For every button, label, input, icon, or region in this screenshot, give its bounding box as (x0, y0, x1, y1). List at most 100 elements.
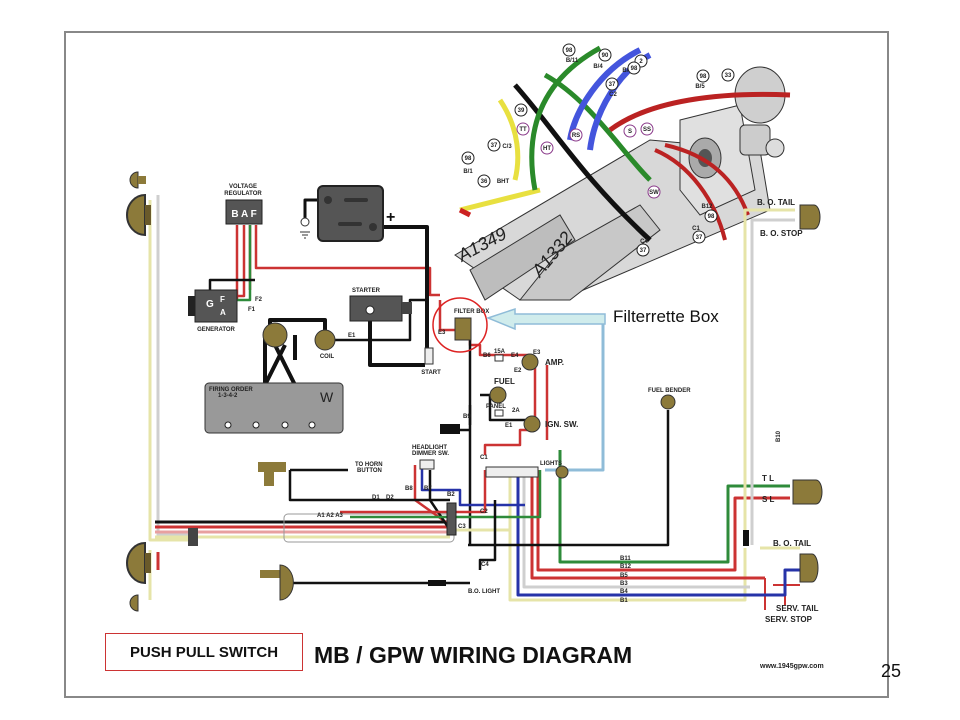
to-horn-label: TO HORN (355, 462, 383, 468)
horn (260, 564, 294, 601)
voltage-regulator-label-2: REGULATOR (224, 191, 262, 197)
components: VOLTAGE REGULATOR B A F G F A F2 F1 GENE… (126, 171, 823, 624)
ignition-switch-label: IGN. SW. (545, 420, 578, 429)
callout-bubble (514, 103, 528, 117)
serv-stop-label: SERV. STOP (765, 615, 813, 624)
fuse-2a-label: 2A (512, 408, 520, 414)
panel-light (494, 409, 504, 417)
rear-wire-label: B3 (620, 581, 628, 587)
coil (314, 329, 336, 351)
filter-box-label: FILTER BOX (454, 309, 489, 315)
rear-wire-label: B11 (620, 556, 631, 562)
battery (317, 185, 384, 242)
voltage-regulator (225, 199, 263, 225)
voltage-regulator-label: VOLTAGE (229, 184, 257, 190)
start-label: START (421, 370, 441, 376)
engine-callout: C1 (692, 226, 700, 232)
fuel-bender-label: FUEL BENDER (648, 388, 691, 394)
wire-c3-label: C3 (458, 524, 466, 530)
callout-bubble (540, 141, 554, 155)
engine-callout: 98 (708, 214, 715, 220)
engine-callout: 37 (696, 235, 703, 241)
ammeter-gauge (521, 353, 539, 371)
wire-e4-label: E4 (511, 353, 519, 359)
fuel-gauge (489, 386, 507, 404)
starter-label: STARTER (352, 288, 381, 294)
willys-logo: W (320, 389, 334, 405)
engine-callout: S (628, 129, 632, 135)
ground-icon (300, 217, 310, 239)
inline-resistor (428, 580, 446, 586)
generator-terminal-a: A (220, 308, 226, 317)
regulator-terminals: B A F (231, 209, 256, 220)
firing-order-label: FIRING ORDER (209, 387, 253, 393)
filter-e3-label: E3 (438, 330, 446, 336)
wire-c2-label: C2 (480, 509, 488, 515)
filter-box (454, 317, 472, 341)
engine-callout: B/5 (695, 84, 705, 90)
wire-d2-label: D2 (386, 495, 394, 501)
bo-tail-lamp-top (799, 204, 821, 230)
bo-tail-bottom-label: B. O. TAIL (773, 539, 811, 548)
firing-order-sequence: 1-3-4-2 (218, 393, 238, 399)
callout-bubble (704, 209, 718, 223)
fuel-bender (660, 394, 676, 410)
headlight-dimmer-label: HEADLIGHT (412, 445, 447, 451)
filterrette-box-label: Filterrette Box (613, 307, 719, 326)
engine-callout: SS (643, 127, 651, 133)
fuse-15a-label: 15A (494, 349, 506, 355)
callout-bubble (623, 124, 637, 138)
engine-callout: HT (543, 146, 551, 152)
engine-callout: B/11 (566, 58, 579, 64)
callout-bubble (640, 122, 654, 136)
engine-callout: 98 (465, 156, 472, 162)
ign-e1-label: E1 (505, 423, 513, 429)
page-number: 25 (881, 661, 902, 681)
wire-b2-label: B2 (447, 492, 455, 498)
wire-d1-label: D1 (372, 495, 380, 501)
wire-b9-label: B9 (463, 414, 471, 420)
engine-callout: 37 (640, 248, 647, 254)
horn-button-icon (258, 462, 286, 486)
rear-wire-label: B4 (620, 589, 628, 595)
left-front-marker-top (129, 171, 146, 189)
left-front-marker-bottom (129, 594, 139, 612)
headlight-dimmer-switch (419, 459, 435, 470)
engine-callout: TT (519, 127, 527, 133)
connector-plug (440, 424, 460, 434)
engine-callout: C/3 (502, 144, 512, 150)
distributor (262, 322, 288, 348)
wire-a-labels: A1 A2 A3 (317, 513, 344, 519)
generator-terminal-g: G (206, 299, 214, 310)
engine-callout: 39 (518, 108, 525, 114)
starter (349, 295, 403, 322)
engine-callout: 2 (639, 59, 643, 65)
left-headlight-top (126, 193, 151, 237)
generator (194, 289, 238, 323)
battery-plus-label: + (386, 209, 395, 226)
wires (148, 195, 800, 610)
callout-bubble (647, 185, 661, 199)
website-label: www.1945gpw.com (760, 663, 824, 670)
stop-light-label: S L (762, 495, 775, 504)
serv-tail-label: SERV. TAIL (776, 604, 819, 613)
callout-bubble (605, 77, 619, 91)
wire-c1-label: C1 (480, 455, 488, 461)
generator-f2-label: F2 (255, 297, 263, 303)
generator-terminal-f: F (220, 295, 225, 304)
bo-stop-label: B. O. STOP (760, 229, 803, 238)
rear-connector (743, 530, 749, 546)
engine-callout: BHT (497, 179, 510, 185)
bo-tail-top-label: B. O. TAIL (757, 198, 795, 207)
to-horn-label-2: BUTTON (357, 468, 382, 474)
callout-bubble (627, 61, 641, 75)
left-headlight-bottom (126, 541, 151, 585)
engine-callout: 98 (700, 74, 707, 80)
coil-label: COIL (320, 354, 335, 360)
callout-bubble (487, 138, 501, 152)
callout-bubble (461, 151, 475, 165)
engine-callout: B/4 (593, 64, 603, 70)
wire-b8-label: B8 (405, 486, 413, 492)
lights-switch (485, 466, 539, 478)
wire-c4-label: C4 (481, 562, 489, 568)
